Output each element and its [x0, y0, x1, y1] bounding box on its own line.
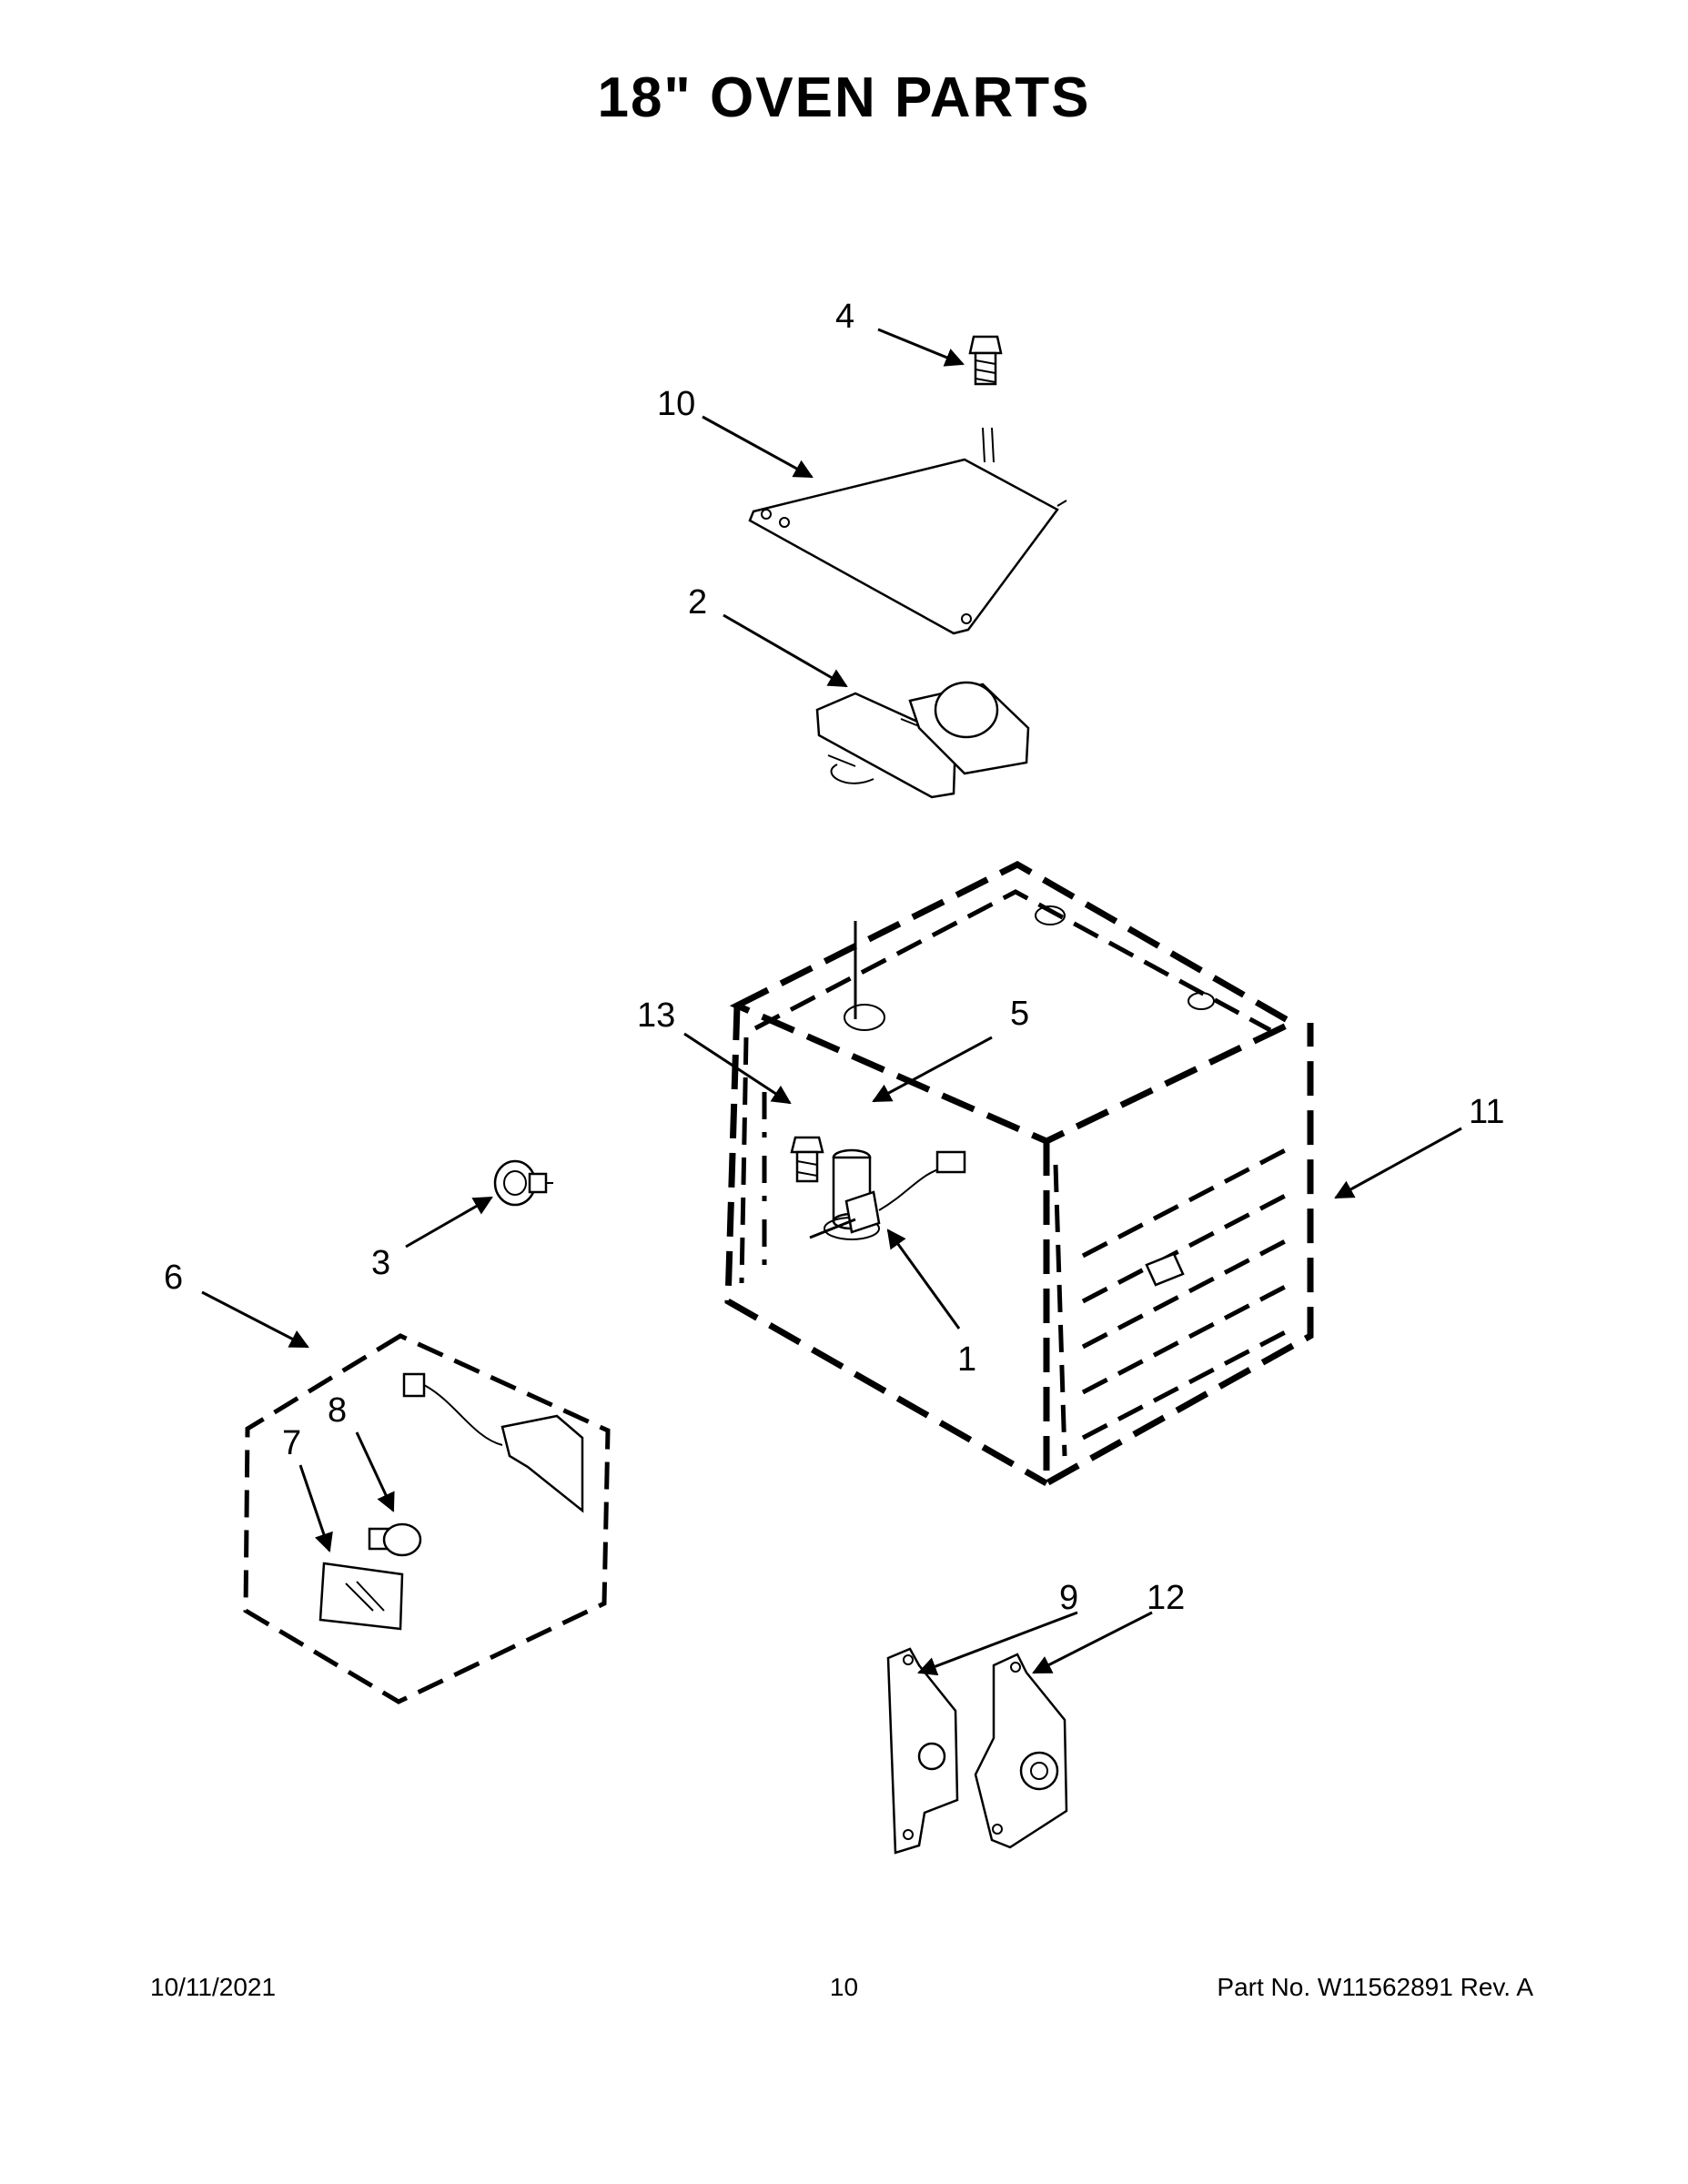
callout-6: 6	[164, 1259, 183, 1297]
callout-13: 13	[637, 996, 675, 1035]
callout-5: 5	[1010, 995, 1029, 1033]
callout-2: 2	[688, 583, 707, 622]
knob-part-3	[493, 1159, 553, 1207]
screw-part-4	[968, 335, 1003, 463]
hinge-part-9	[886, 1647, 959, 1855]
temperature-sensor-part-1	[809, 1150, 966, 1239]
callout-leaders	[201, 328, 1462, 1676]
callout-4: 4	[835, 298, 854, 336]
footer-part-number: Part No. W11562891 Rev. A	[1217, 1973, 1533, 2001]
bulb-part-8	[368, 1522, 422, 1557]
door-latch-part-2	[815, 681, 1030, 799]
light-assembly-kit-part-6	[243, 1333, 611, 1704]
callout-8: 8	[328, 1391, 347, 1430]
callout-12: 12	[1147, 1579, 1185, 1617]
callout-7: 7	[282, 1424, 301, 1462]
oven-cavity-part-11	[724, 861, 1314, 1489]
lens-part-7	[318, 1562, 404, 1631]
callout-3: 3	[371, 1244, 390, 1282]
callout-11: 11	[1469, 1093, 1504, 1131]
hinge-part-12	[974, 1653, 1068, 1849]
footer-date: 10/11/2021	[150, 1973, 277, 2001]
bracket-plate-part-10	[748, 458, 1067, 635]
screw-part-13	[790, 1136, 824, 1183]
callout-1: 1	[957, 1340, 976, 1379]
callout-10: 10	[657, 385, 695, 423]
callout-9: 9	[1059, 1579, 1078, 1617]
footer-page-number: 10	[829, 1973, 859, 2001]
page-title: 18" OVEN PARTS	[597, 66, 1091, 129]
